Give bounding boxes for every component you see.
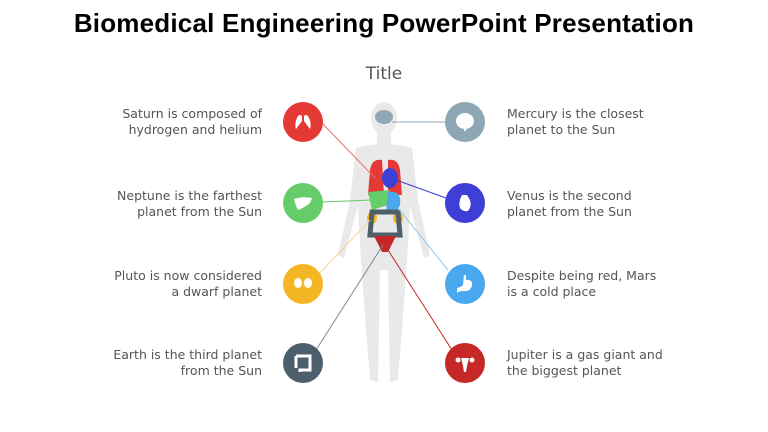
right-text-1: Mercury is the closest planet to the Sun	[507, 106, 707, 138]
text-line: hydrogen and helium	[128, 122, 262, 137]
slide-title: Biomedical Engineering PowerPoint Presen…	[73, 8, 695, 38]
text-line: planet from the Sun	[507, 204, 632, 219]
text-line: Neptune is the farthest	[117, 188, 262, 203]
brain-organ	[375, 110, 393, 124]
left-text-3: Pluto is now considered a dwarf planet	[62, 268, 262, 300]
left-text-1: Saturn is composed of hydrogen and heliu…	[62, 106, 262, 138]
text-line: planet from the Sun	[137, 204, 262, 219]
lungs-icon	[283, 102, 323, 142]
text-line: Mercury is the closest	[507, 106, 644, 121]
intestine-organ	[367, 209, 403, 238]
right-text-2: Venus is the second planet from the Sun	[507, 188, 707, 220]
liver-organ	[368, 190, 390, 210]
heart-icon	[445, 183, 485, 223]
uterus-organ	[374, 236, 396, 252]
stomach-organ	[386, 191, 401, 213]
text-line: from the Sun	[180, 363, 262, 378]
slide-subtitle: Title	[365, 64, 403, 84]
left-text-2: Neptune is the farthest planet from the …	[62, 188, 262, 220]
kidneys-icon	[283, 264, 323, 304]
text-line: Saturn is composed of	[122, 106, 262, 121]
text-line: Pluto is now considered	[114, 268, 262, 283]
text-line: a dwarf planet	[171, 284, 262, 299]
text-line: Despite being red, Mars	[507, 268, 657, 283]
left-text-4: Earth is the third planet from the Sun	[62, 347, 262, 379]
text-line: Jupiter is a gas giant and	[507, 347, 663, 362]
stomach-icon	[445, 264, 485, 304]
uterus-icon	[445, 343, 485, 383]
text-line: Earth is the third planet	[113, 347, 262, 362]
right-text-4: Jupiter is a gas giant and the biggest p…	[507, 347, 707, 379]
brain-icon	[445, 102, 485, 142]
text-line: is a cold place	[507, 284, 597, 299]
heart-organ	[382, 168, 398, 188]
intestine-icon	[283, 343, 323, 383]
text-line: the biggest planet	[507, 363, 622, 378]
right-text-3: Despite being red, Mars is a cold place	[507, 268, 707, 300]
text-line: Venus is the second	[507, 188, 632, 203]
text-line: planet to the Sun	[507, 122, 616, 137]
liver-icon	[283, 183, 323, 223]
